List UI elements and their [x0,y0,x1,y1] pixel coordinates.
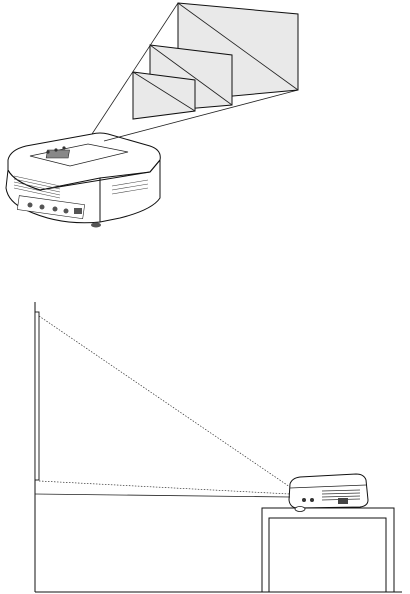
screen-small [133,72,195,119]
projector-perspective [6,133,160,228]
wall-screen [35,312,39,480]
top-illustration [6,3,298,228]
table [262,508,394,592]
projector-side [289,474,368,512]
bottom-illustration [35,302,402,592]
projection-beams [35,316,290,497]
